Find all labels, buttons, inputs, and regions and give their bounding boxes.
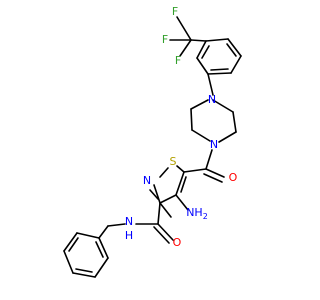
atom-h-amide: H xyxy=(125,229,133,242)
atom-s-ring: S xyxy=(170,155,177,168)
atom-nh2-subscript: 2 xyxy=(203,212,208,221)
cf3-group xyxy=(169,16,207,57)
ketone-carbonyl xyxy=(183,168,225,183)
atom-f-bottom: F xyxy=(175,54,181,67)
atom-o-ketone: O xyxy=(229,171,238,184)
piperazine-ring xyxy=(190,99,237,143)
atom-n-piperazine-top: N xyxy=(208,93,216,106)
atom-n-ring: N xyxy=(143,174,151,187)
atom-n-piperazine-bottom: N xyxy=(210,138,218,151)
isothiazole-ring xyxy=(149,165,187,218)
structure-canvas: F F F N N O S N NH2 O N H xyxy=(63,5,242,278)
atom-nh2: NH2 xyxy=(186,206,208,221)
atom-labels: F F F N N O S N NH2 O N H xyxy=(125,5,238,249)
benzyl-ch2-bond xyxy=(98,225,109,239)
phenyl-ring-top xyxy=(196,38,242,75)
amino-bond xyxy=(175,194,189,211)
atom-n-amide: N xyxy=(125,215,133,228)
atom-o-amide: O xyxy=(173,236,182,249)
aryl-n-bond xyxy=(207,73,214,96)
amide-group xyxy=(107,202,174,244)
n-carbonyl-bond xyxy=(205,149,213,170)
phenyl-ring-bottom xyxy=(63,232,109,278)
atom-f-left: F xyxy=(162,33,168,46)
atom-f-top: F xyxy=(172,5,178,18)
chemical-structure-diagram: F F F N N O S N NH2 O N H xyxy=(63,5,242,278)
